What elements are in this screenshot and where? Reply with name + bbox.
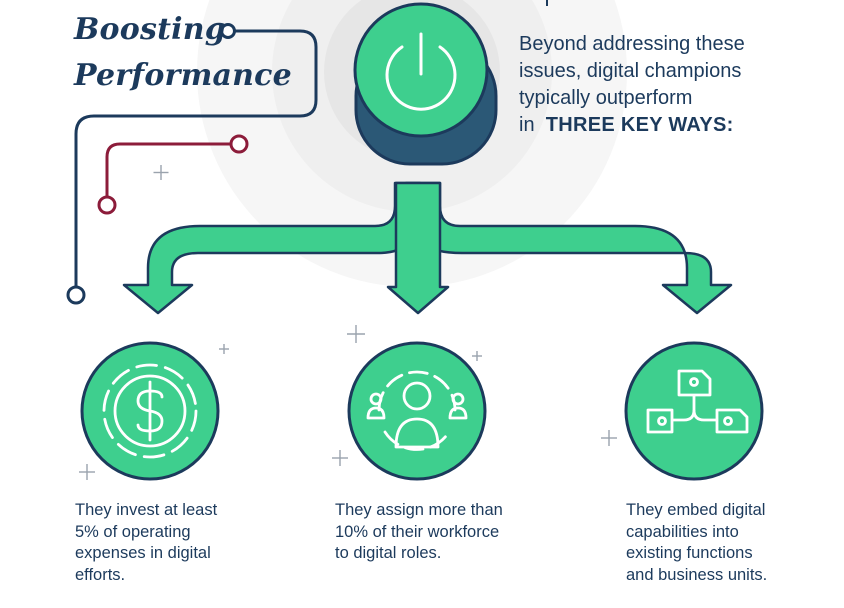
way-2-icon-circle xyxy=(347,341,487,481)
sparkle-2 xyxy=(347,325,365,343)
way-3-caption-line: existing functions xyxy=(626,544,753,562)
way-2-green-circle xyxy=(347,341,487,481)
maroon-circuit-end-node xyxy=(97,195,117,215)
way-3-caption-line: and business units. xyxy=(626,565,768,584)
way-1-caption-line: expenses in digital xyxy=(75,544,211,562)
navy-circuit-end-node xyxy=(66,285,86,305)
way-3-caption-line: capabilities into xyxy=(626,522,739,541)
circuit-lines xyxy=(66,23,318,305)
way-1-icon-circle xyxy=(80,341,220,481)
way-1-caption: They invest at least 5% of operating exp… xyxy=(75,500,217,586)
branching-arrows xyxy=(122,181,733,315)
people-icon xyxy=(366,370,468,451)
way-2-caption-line: to digital roles. xyxy=(335,544,442,562)
sparkle-5 xyxy=(79,464,95,480)
sparkles xyxy=(79,165,617,480)
sparkle-4 xyxy=(472,351,482,361)
sparkle-6 xyxy=(332,450,348,466)
navy-circuit-start-node xyxy=(220,23,236,39)
way-1-caption-line: efforts. xyxy=(75,565,126,584)
maroon-circuit-start-node xyxy=(229,134,249,154)
way-3-caption-line: They embed digital xyxy=(626,501,766,519)
intro-emphasis: THREE KEY WAYS: xyxy=(545,114,734,136)
sparkle-1 xyxy=(153,165,169,180)
way-2-caption-line: They assign more than xyxy=(335,501,503,519)
arrow-center xyxy=(386,181,450,315)
way-1-caption-line: 5% of operating xyxy=(75,522,191,541)
dollar-coin-icon xyxy=(102,363,198,459)
title-line-1: Boosting xyxy=(74,12,226,47)
way-2-caption: They assign more than 10% of their workf… xyxy=(335,500,503,565)
way-3-icon-circle xyxy=(624,341,764,481)
sparkle-7 xyxy=(601,430,617,446)
intro-line-3: typically outperform xyxy=(519,87,693,109)
intro-line-2: issues, digital champions xyxy=(519,60,742,82)
connected-tags-icon xyxy=(646,369,749,434)
power-button xyxy=(353,2,498,166)
maroon-circuit-line xyxy=(105,142,232,197)
navy-circuit-line xyxy=(74,29,318,288)
intro-line-4-prefix: in xyxy=(519,114,535,136)
way-1-caption-line: They invest at least xyxy=(75,501,218,519)
intro-text: Beyond addressing these issues, digital … xyxy=(519,31,839,139)
intro-line-4: in THREE KEY WAYS: xyxy=(519,112,839,139)
way-3-caption: They embed digital capabilities into exi… xyxy=(626,500,767,586)
way-2-caption-line: 10% of their workforce xyxy=(335,522,500,541)
title-line-2: Performance xyxy=(74,58,292,93)
intro-line-1: Beyond addressing these xyxy=(519,33,745,55)
sparkle-3 xyxy=(219,344,229,354)
power-icon xyxy=(385,32,457,111)
